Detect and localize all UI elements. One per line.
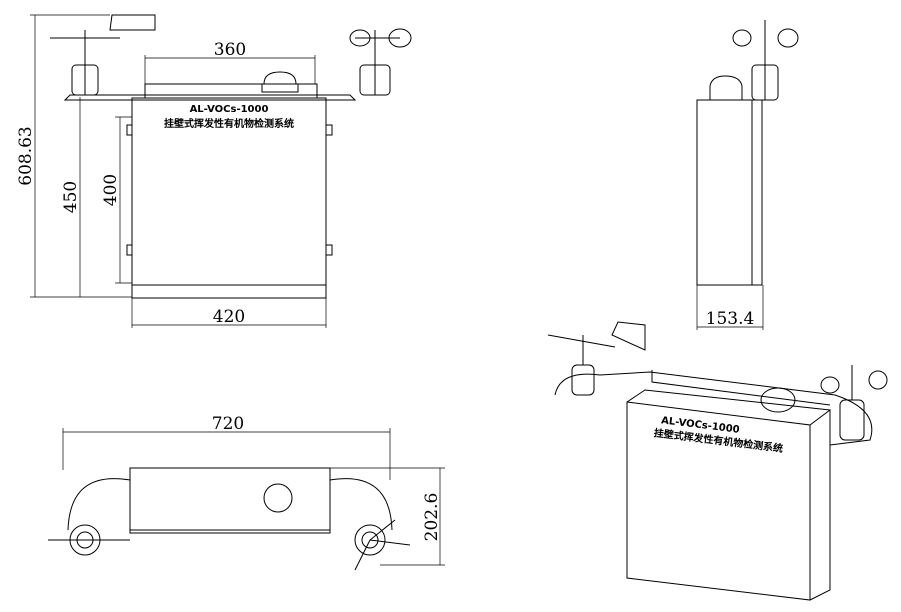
dim-720: 720 xyxy=(212,414,244,434)
dim-420: 420 xyxy=(213,307,245,327)
side-view: 153.4 xyxy=(696,20,799,330)
anemometer xyxy=(349,28,412,96)
dim-153-4: 153.4 xyxy=(706,309,755,329)
isometric-view: AL-VOCs-1000 挂壁式挥发性有机物检测系统 xyxy=(547,321,888,601)
front-view: AL-VOCs-1000 挂壁式挥发性有机物检测系统 608.63 450 40… xyxy=(16,14,412,328)
mounting-bracket xyxy=(63,94,357,101)
dim-total-height: 608.63 xyxy=(16,126,36,185)
dim-202-6: 202.6 xyxy=(422,493,442,542)
top-box xyxy=(129,467,331,534)
dim-360: 360 xyxy=(214,40,246,60)
top-view: 720 202.6 xyxy=(48,414,445,571)
side-box xyxy=(696,99,753,286)
sensor-dome xyxy=(263,71,297,85)
wind-vane xyxy=(50,14,156,96)
product-name-label: 挂壁式挥发性有机物检测系统 xyxy=(164,117,294,130)
model-label: AL-VOCs-1000 xyxy=(190,104,269,115)
dim-450: 450 xyxy=(61,181,81,213)
dim-400: 400 xyxy=(101,174,121,206)
